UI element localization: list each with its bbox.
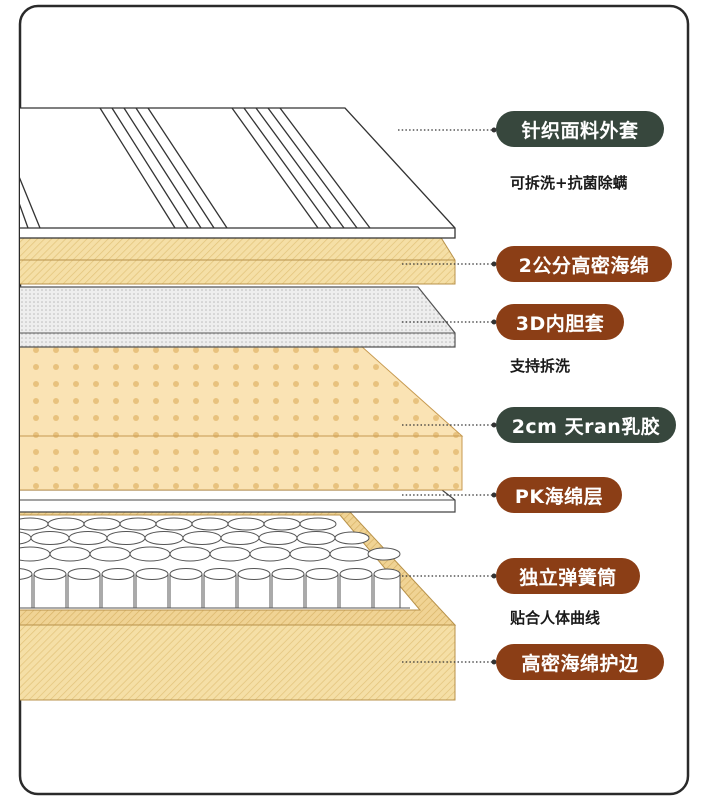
label-latex: 2cm 天ran乳胶 xyxy=(496,407,676,443)
label-pocket-springs: 独立弹簧筒 xyxy=(496,558,640,594)
note-mesh-cover: 支持拆洗 xyxy=(510,355,570,376)
note-pocket-springs: 贴合人体曲线 xyxy=(510,607,600,628)
label-mesh-cover: 3D内胆套 xyxy=(496,304,624,340)
pk-foam-layer xyxy=(0,490,455,512)
note-fabric-cover: 可拆洗+抗菌除螨 xyxy=(510,172,628,193)
label-foam-2cm: 2公分高密海绵 xyxy=(496,246,672,282)
mesh-cover-layer xyxy=(0,287,455,347)
label-fabric-cover: 针织面料外套 xyxy=(496,111,664,147)
label-pk-foam: PK海绵层 xyxy=(496,477,622,513)
foam-2cm-layer xyxy=(0,236,455,284)
label-foam-edge: 高密海绵护边 xyxy=(496,644,664,680)
